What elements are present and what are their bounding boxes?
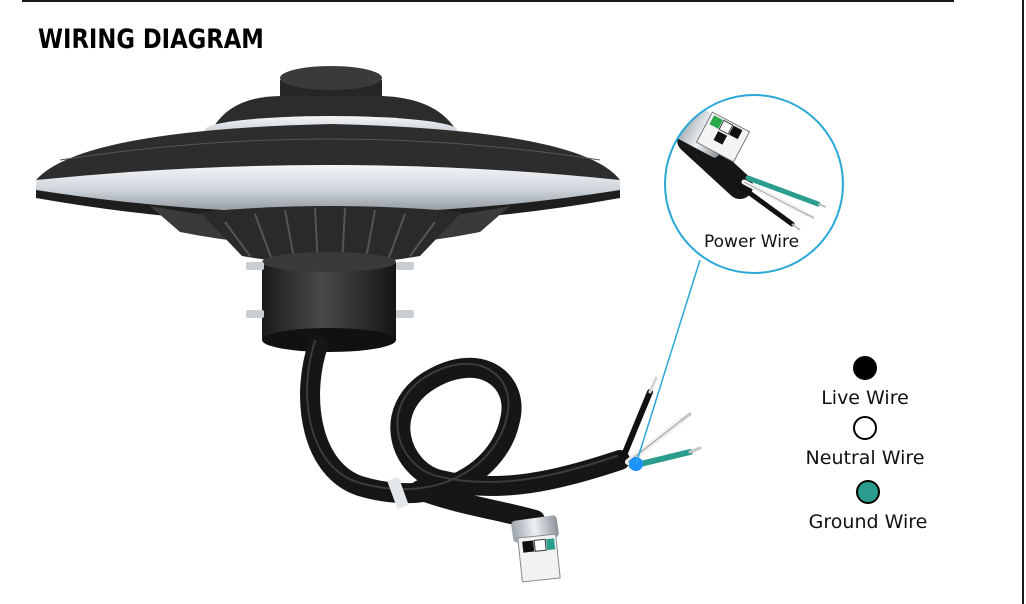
neutral-wire-swatch bbox=[853, 416, 877, 440]
live-wire-label: Live Wire bbox=[821, 387, 909, 409]
live-wire-swatch bbox=[853, 356, 877, 380]
power-wire-callout bbox=[664, 94, 844, 274]
ground-wire-swatch bbox=[856, 480, 880, 504]
power-cable bbox=[300, 335, 630, 530]
zip-tie bbox=[387, 476, 409, 510]
callout-pointer-line bbox=[635, 259, 701, 465]
power-wire-label: Power Wire bbox=[704, 232, 800, 252]
right-border bbox=[1022, 0, 1024, 604]
neutral-wire-label: Neutral Wire bbox=[805, 447, 925, 469]
legend-live-wire: Live Wire bbox=[785, 356, 945, 409]
led-fixture bbox=[36, 66, 620, 352]
cable-label-tag bbox=[511, 515, 561, 583]
top-rule bbox=[22, 0, 954, 2]
cable-wire-ends bbox=[619, 376, 702, 469]
legend-neutral-wire: Neutral Wire bbox=[785, 416, 945, 469]
diagram-title: WIRING DIAGRAM bbox=[38, 24, 264, 55]
ground-wire-label: Ground Wire bbox=[808, 511, 928, 533]
legend-ground-wire: Ground Wire bbox=[788, 480, 948, 533]
